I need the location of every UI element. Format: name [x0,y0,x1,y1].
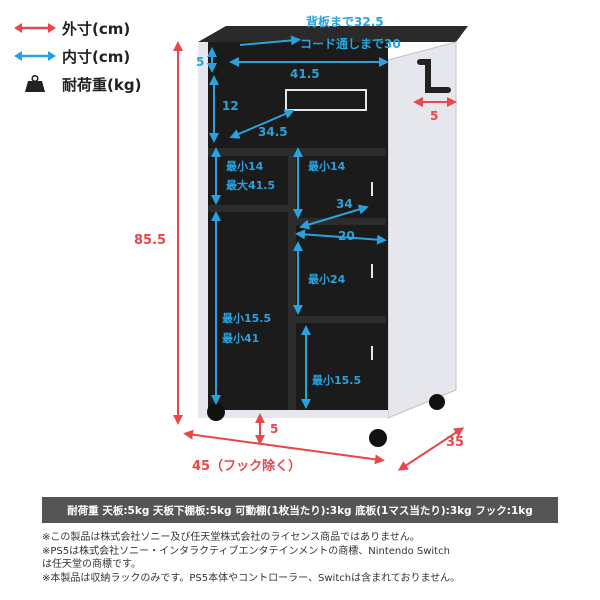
weight-icon [25,75,45,92]
legend: 外寸(cm) 内寸(cm) 耐荷重(kg) [14,14,174,98]
cabinet-left-edge [198,42,208,418]
caster-front-left [207,403,225,421]
label-hook: 5 [430,109,438,123]
cabinet [198,26,468,419]
hook [417,59,451,93]
label-left-low-max: 最小41 [222,331,259,345]
legend-outer-label: 外寸(cm) [62,19,131,38]
mid-shelf-left [208,205,288,212]
note-line-1: ※この製品は株式会社ソニー及び任天堂株式会社のライセンス商品ではありません。 [42,532,420,543]
legend-inner-label: 内寸(cm) [62,47,131,66]
label-outer-depth: 35 [446,435,464,450]
label-inner-width: 41.5 [290,67,320,81]
legend-outer: 外寸(cm) [14,14,174,42]
double-arrow-blue-icon [14,51,56,61]
legend-load: 耐荷重(kg) [14,70,174,98]
note-line-4: ※本製品は収納ラックのみです。PS5本体やコントローラー、Switchは含まれて… [42,572,461,584]
outer-dimension-lines [173,41,465,471]
label-top-gap: 5 [196,55,204,69]
label-cord: コード通しまで30 [300,36,401,51]
label-left-low-min: 最小15.5 [222,311,271,325]
inner-labels: 背板まで32.5 コード通しまで30 41.5 34.5 34 20 [258,14,401,243]
caster-back-right [429,394,445,410]
note-line-2: ※PS5は株式会社ソニー・インタラクティブエンタテインメントの商標、Ninten… [42,545,450,557]
cord-hole [285,89,367,111]
load-capacity-bar: 耐荷重 天板:5kg 天板下棚板:5kg 可動棚(1枚当たり):3kg 底板(1… [42,497,558,523]
left-divider [288,156,296,410]
label-right-mid-depth: 34 [336,197,353,211]
label-right-mid-min: 最小14 [308,159,346,173]
mid-shelf-right-2 [296,316,386,323]
label-outer-width: 45（フック除く） [192,458,301,474]
notes: ※この製品は株式会社ソニー及び任天堂株式会社のライセンス商品ではありません。 ※… [42,531,582,585]
label-top-shelf-depth: 34.5 [258,125,288,139]
note-line-3: は任天堂の商標です。 [42,559,141,571]
rack-diagram: 背板まで32.5 コード通しまで30 41.5 34.5 34 20 5 12 … [134,14,468,474]
legend-inner: 内寸(cm) [14,42,174,70]
inner-labels-dark: 5 12 最小14 最大41.5 最小14 最小24 最小15.5 最小41 最… [196,55,361,387]
legend-load-label: 耐荷重(kg) [62,75,142,94]
caster-front-right [369,429,387,447]
label-right-bottom-min: 最小15.5 [312,373,361,387]
label-back-top: 背板まで32.5 [306,14,384,29]
inner-dimension-lines [207,35,389,409]
label-outer-height: 85.5 [134,233,166,248]
double-arrow-red-icon [14,23,56,33]
cabinet-bottom-edge [198,410,388,418]
label-right-lower-min: 最小24 [308,272,346,286]
outer-labels: 85.5 45（フック除く） 35 5 5 [134,109,464,474]
cabinet-top-panel [198,26,468,42]
label-left-mid-max: 最大41.5 [226,178,275,192]
label-right-mid-width: 20 [338,229,355,243]
label-left-mid-min: 最小14 [226,159,264,173]
label-caster: 5 [270,422,278,436]
label-top-shelf-height: 12 [222,99,239,113]
cabinet-side-panel [387,41,457,419]
